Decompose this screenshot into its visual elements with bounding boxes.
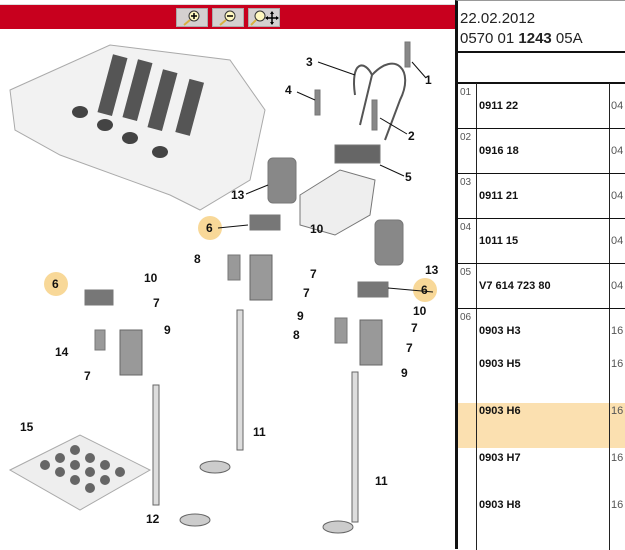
date: 22.02.2012 [460, 10, 536, 27]
callout-14[interactable]: 14 [55, 345, 69, 359]
callout-8[interactable]: 8 [293, 328, 300, 342]
reference-number: 0570 01 1243 05A [460, 30, 583, 47]
callout-3[interactable]: 3 [306, 55, 313, 69]
callout-10[interactable]: 10 [413, 304, 427, 318]
callout-2[interactable]: 2 [408, 129, 415, 143]
callout-7[interactable]: 7 [411, 321, 418, 335]
callout-9[interactable]: 9 [401, 366, 408, 380]
callout-12[interactable]: 12 [146, 512, 160, 526]
callout-1[interactable]: 1 [425, 73, 432, 87]
callout-6[interactable]: 6 [206, 221, 213, 235]
callout-labels: 1 2 3 4 5 6 6 6 13 13 10 10 10 7 7 7 7 7… [20, 55, 439, 526]
callout-6[interactable]: 6 [52, 277, 59, 291]
callout-9[interactable]: 9 [297, 309, 304, 323]
valve-seals-box-illustration [8, 434, 152, 511]
callout-4[interactable]: 4 [285, 83, 292, 97]
zoom-out-icon [219, 10, 236, 26]
callout-7[interactable]: 7 [153, 296, 160, 310]
toolbar [0, 4, 455, 29]
callout-15[interactable]: 15 [20, 420, 34, 434]
callout-7[interactable]: 7 [406, 341, 413, 355]
rocker-assembly-illustration [84, 41, 411, 351]
callout-11[interactable]: 11 [375, 474, 388, 488]
callout-10[interactable]: 10 [310, 222, 324, 236]
valve-springs-illustration [119, 254, 383, 534]
callout-11[interactable]: 11 [253, 425, 266, 439]
parts-diagram: 1 2 3 4 5 6 6 6 13 13 10 10 10 7 7 7 7 7… [8, 41, 439, 534]
zoom-out-button[interactable] [212, 8, 244, 27]
callout-7[interactable]: 7 [303, 286, 310, 300]
callout-highlight [198, 216, 222, 240]
cylinder-head-illustration [9, 44, 266, 211]
parts-list-panel: 22.02.2012 0570 01 1243 05A 01 0911 22 0… [455, 0, 625, 550]
callout-highlight [44, 272, 68, 296]
callout-10[interactable]: 10 [144, 271, 158, 285]
callout-8[interactable]: 8 [194, 252, 201, 266]
callout-13[interactable]: 13 [231, 188, 245, 202]
highlighted-row [458, 403, 625, 448]
zoom-pan-icon [250, 10, 279, 26]
callout-7[interactable]: 7 [84, 369, 91, 383]
callout-7[interactable]: 7 [310, 267, 317, 281]
callout-6[interactable]: 6 [421, 283, 428, 297]
zoom-in-icon [183, 10, 200, 26]
zoom-pan-button[interactable] [248, 8, 280, 27]
callout-9[interactable]: 9 [164, 323, 171, 337]
callout-highlight [413, 278, 437, 302]
callout-5[interactable]: 5 [405, 170, 412, 184]
callout-13[interactable]: 13 [425, 263, 439, 277]
zoom-in-button[interactable] [176, 8, 208, 27]
